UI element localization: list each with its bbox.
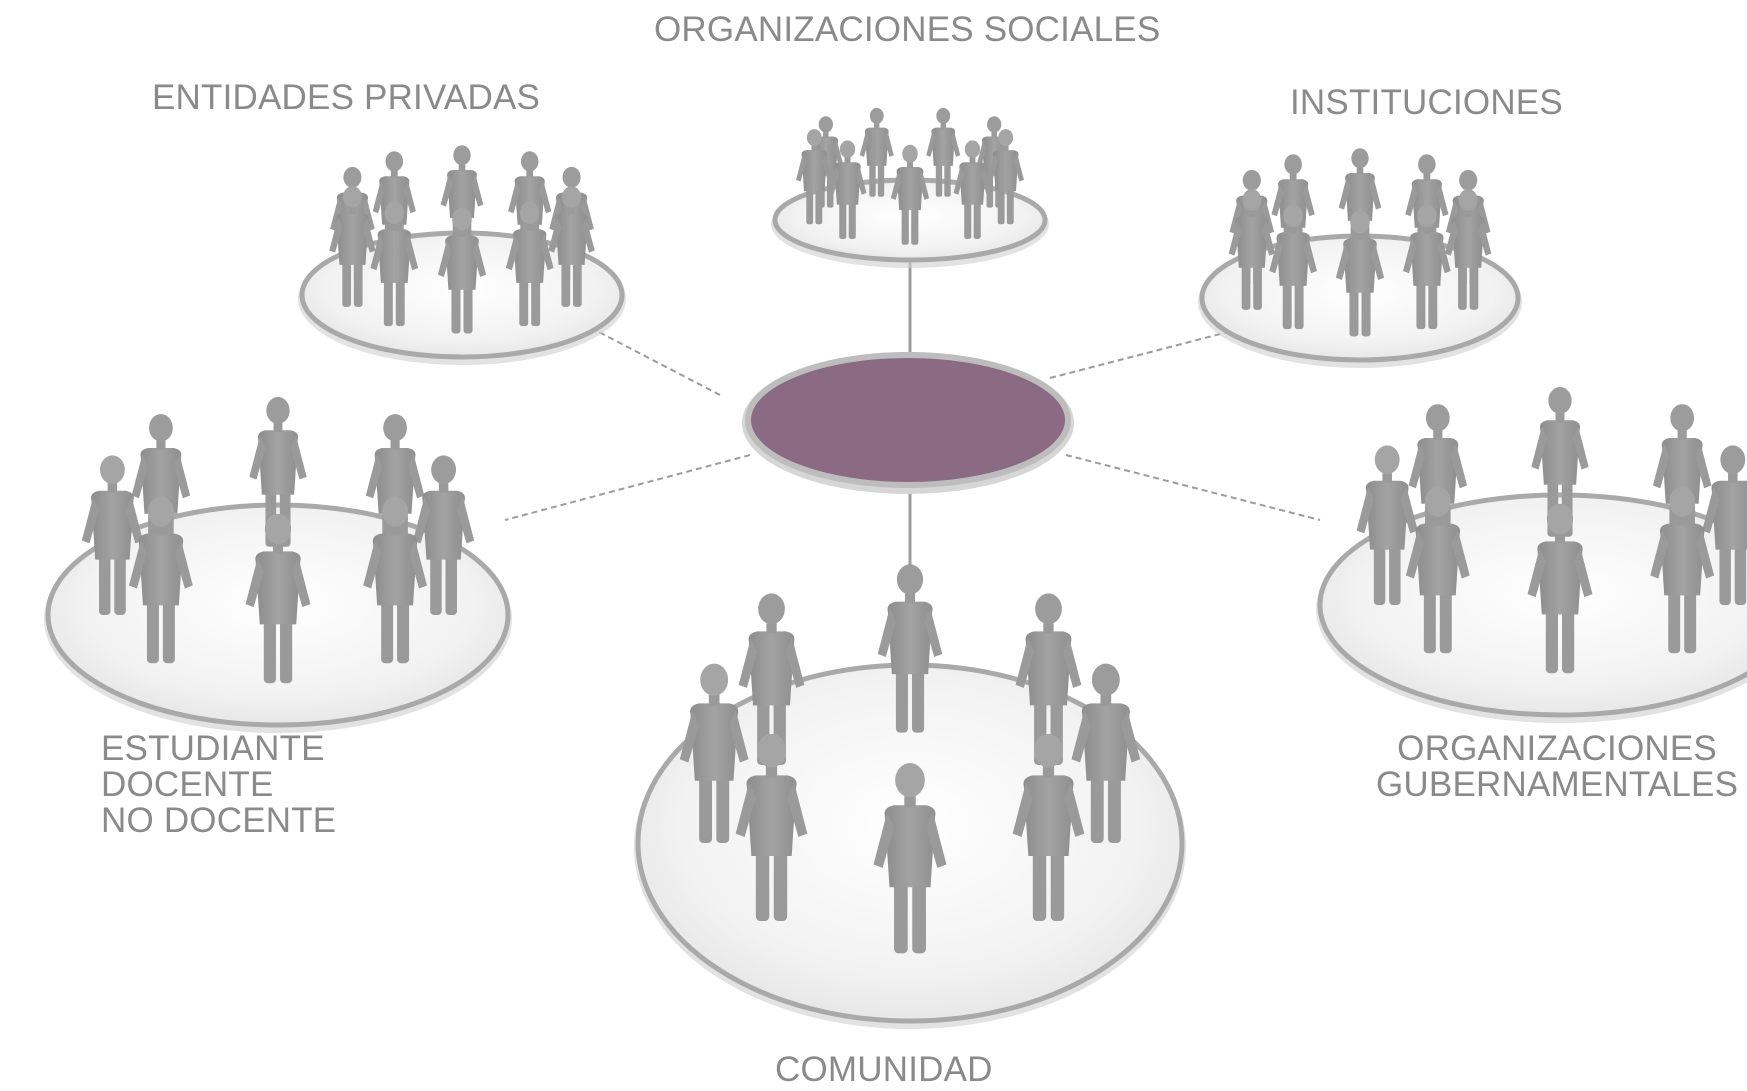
person-figure xyxy=(1012,733,1085,922)
label-entidades-privadas-line-1: ENTIDADES PRIVADAS xyxy=(152,78,541,117)
person-figure xyxy=(370,201,419,327)
person-figure xyxy=(1335,210,1385,337)
person-figure xyxy=(1702,445,1747,605)
person-figure xyxy=(926,107,961,197)
person-figure xyxy=(953,140,992,239)
label-instituciones: INSTITUCIONES xyxy=(1290,85,1563,120)
person-figure xyxy=(1228,189,1275,310)
person-figure xyxy=(735,733,808,922)
person-figure xyxy=(1527,503,1593,674)
connector-line xyxy=(594,329,721,396)
person-figure xyxy=(413,455,475,615)
person-figure xyxy=(363,496,427,664)
person-figure xyxy=(987,129,1024,225)
person-figure xyxy=(1403,204,1451,330)
person-figure xyxy=(437,207,487,334)
label-estudiante-line-3: NO DOCENTE xyxy=(101,801,337,840)
connector-line xyxy=(1065,454,1321,521)
label-organizaciones-sociales-line-1: ORGANIZACIONES SOCIALES xyxy=(654,10,1161,49)
platform-entidades-privadas xyxy=(298,145,626,365)
person-figure xyxy=(1405,486,1470,654)
label-estudiante-line-2: DOCENTE xyxy=(101,765,274,804)
hub-ellipse xyxy=(745,352,1071,488)
person-figure xyxy=(505,201,554,327)
label-gubernamentales-line-1: ORGANIZACIONES xyxy=(1397,729,1717,768)
connector-line xyxy=(1049,331,1229,379)
person-figure xyxy=(1650,486,1715,654)
person-figure xyxy=(1015,593,1082,765)
platform-instituciones xyxy=(1198,148,1522,368)
person-figure xyxy=(245,513,311,684)
person-figure xyxy=(81,455,143,615)
platform-comunidad xyxy=(634,564,1186,1029)
connector-line xyxy=(504,454,751,521)
person-figure xyxy=(828,140,867,239)
person-figure xyxy=(1071,663,1141,843)
label-estudiante-line-1: ESTUDIANTE xyxy=(101,729,325,768)
label-comunidad-line-1: COMUNIDAD xyxy=(775,1050,993,1089)
person-figure xyxy=(796,129,833,225)
person-figure xyxy=(548,186,595,307)
person-figure xyxy=(890,144,930,245)
person-figure xyxy=(1356,445,1418,605)
platform-estudiante-docente xyxy=(44,397,512,733)
label-gubernamentales-line-2: GUBERNAMENTALES xyxy=(1376,765,1739,804)
platform-organizaciones-sociales xyxy=(771,107,1049,268)
person-figure xyxy=(859,107,894,197)
person-figure xyxy=(1269,204,1317,330)
person-figure xyxy=(129,496,193,664)
platform-organizaciones-gubernamentales xyxy=(1316,387,1747,723)
person-figure xyxy=(873,763,947,954)
label-organizaciones-sociales: ORGANIZACIONES SOCIALES xyxy=(654,12,1160,47)
label-organizaciones-gubernamentales: ORGANIZACIONES GUBERNAMENTALES xyxy=(1376,731,1738,803)
person-figure xyxy=(1445,189,1492,310)
person-figure xyxy=(877,564,943,733)
central-hub xyxy=(742,352,1074,494)
group-platforms xyxy=(44,107,1747,1029)
label-estudiante-docente: ESTUDIANTE DOCENTE NO DOCENTE xyxy=(101,731,336,839)
person-figure xyxy=(249,397,307,547)
label-instituciones-line-1: INSTITUCIONES xyxy=(1290,83,1563,122)
person-figure xyxy=(679,663,749,843)
label-entidades-privadas: ENTIDADES PRIVADAS xyxy=(152,80,540,115)
label-comunidad: COMUNIDAD xyxy=(775,1052,993,1087)
person-figure xyxy=(329,186,376,307)
